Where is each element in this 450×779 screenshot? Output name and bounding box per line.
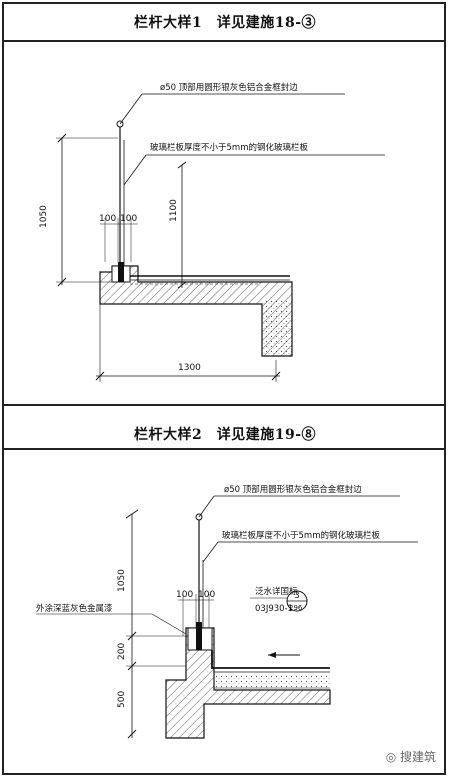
panel2-dim-1050: 1050 [117,569,127,592]
panel1-dim-1100: 1100 [169,199,179,222]
panel1-dim-1300: 1300 [178,363,201,373]
panel2-note-top: ø50 顶部用圆形银灰色铝合金框封边 [224,484,362,495]
watermark: ◎ 搜建筑 [386,748,436,765]
panel2-title-divider [2,448,446,450]
panel1-note-glass: 玻璃栏板厚度不小于5mm的钢化玻璃栏板 [150,142,308,153]
panel2-dim-500: 500 [117,691,127,708]
watermark-text: 搜建筑 [399,750,436,764]
panel2-note-ref: 泛水详国标 [255,586,298,597]
panel2-note-glass: 玻璃栏板厚度不小于5mm的钢化玻璃栏板 [222,530,380,541]
panel-separator [2,404,446,406]
panel2-dim-100a: 100 [176,590,193,600]
panel2-glass-base [196,622,202,650]
panel2-note-paint: 外涂深蓝灰色金属漆 [36,603,113,614]
panel2-slab-section [165,627,331,739]
drawing-frame [2,2,446,775]
panel1-drawing: ø50 顶部用圆形银灰色铝合金框封边 玻璃栏板厚度不小于5mm的钢化玻璃栏板 1… [39,82,385,382]
wechat-icon: ◎ [385,750,400,764]
panel1-title: 栏杆大样1 详见建施18-③ [133,15,317,31]
panel2-ref-page: 296 [289,604,303,612]
panel1-glass-base [118,262,124,282]
panel2-drawing: ø50 顶部用圆形银灰色铝合金框封边 玻璃栏板厚度不小于5mm的钢化玻璃栏板 1… [36,484,418,739]
panel2-dim-200: 200 [117,643,127,660]
panel1-dim-100a: 100 [99,214,116,224]
panel1-dim-1050: 1050 [39,205,49,228]
panel2-ref-code: 03J930-1 [255,604,293,614]
panel1-title-divider [2,40,446,42]
panel2-title: 栏杆大样2 详见建施19-⑧ [133,427,317,443]
panel1-note-top: ø50 顶部用圆形银灰色铝合金框封边 [160,82,298,93]
panel2-dim-100b: 100 [198,590,215,600]
panel2-ref-num: 3 [294,591,300,601]
panel1-dim-100b: 100 [120,214,137,224]
